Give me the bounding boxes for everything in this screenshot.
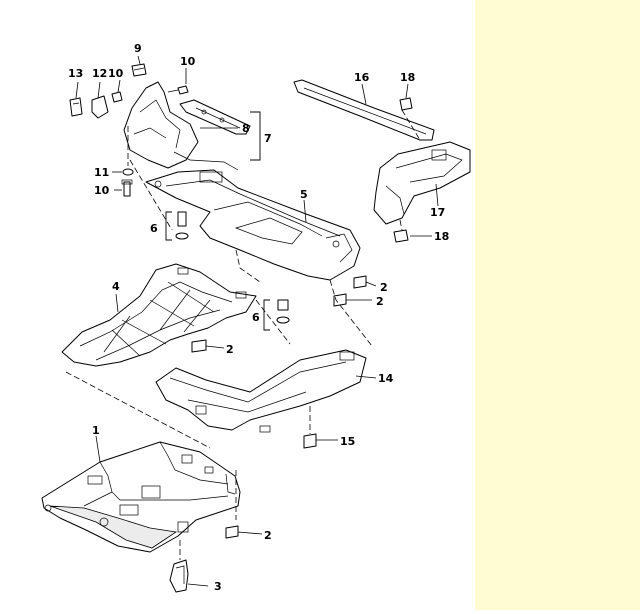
part-1-front-underbody-panel	[41, 441, 241, 553]
callout-10-c: 10	[94, 184, 110, 197]
callout-4: 4	[112, 280, 120, 293]
callout-2-a: 2	[380, 281, 388, 294]
callout-15: 15	[340, 435, 355, 448]
part-10-bolt-upper	[167, 85, 189, 95]
part-17-rear-corner-cover	[373, 141, 471, 225]
part-6-fastener-upper	[175, 211, 189, 240]
callout-12: 12	[92, 67, 107, 80]
callout-16: 16	[354, 71, 370, 84]
part-7-side-bracket-assembly	[123, 81, 251, 171]
callout-13: 13	[68, 67, 83, 80]
callout-11: 11	[94, 166, 109, 179]
callout-6-a: 6	[150, 222, 158, 235]
callout-10-a: 10	[180, 55, 196, 68]
callout-1: 1	[92, 424, 100, 437]
callout-2-d: 2	[264, 529, 272, 542]
callout-18-b: 18	[434, 230, 449, 243]
part-10-bolt-lower	[121, 179, 133, 197]
callout-2-c: 2	[226, 343, 234, 356]
callout-leaders	[75, 55, 439, 587]
assembly-guide-lines	[65, 109, 421, 560]
part-2-push-nut-c	[191, 339, 207, 353]
part-6-fastener-lower	[276, 299, 290, 324]
part-5-central-crossmember-tray	[145, 169, 361, 281]
callout-14: 14	[378, 372, 394, 385]
callout-2-b: 2	[376, 295, 384, 308]
part-13-clip	[69, 97, 83, 117]
callout-labels: 1 2 2 2 2 3 4 5 6 6 7 8 9 10 10 10 11 12…	[68, 42, 449, 593]
callout-10-b: 10	[108, 67, 124, 80]
part-11-washer	[122, 168, 134, 176]
part-3-mounting-bracket	[169, 559, 189, 593]
callout-8: 8	[242, 122, 250, 135]
part-16-rear-rail	[293, 79, 435, 141]
part-9-clip	[131, 63, 147, 77]
part-4-center-underbody-frame	[61, 263, 257, 367]
callout-9: 9	[134, 42, 142, 55]
part-14-rear-underbody-panel	[155, 349, 367, 433]
part-18-clip-lower	[393, 229, 409, 243]
part-2-push-nut-d	[225, 525, 239, 539]
callout-3: 3	[214, 580, 222, 593]
callout-5: 5	[300, 188, 308, 201]
right-margin-panel	[475, 0, 640, 610]
part-12-small-bracket	[91, 95, 109, 119]
part-2-push-nut-b	[333, 293, 347, 307]
callout-7: 7	[264, 132, 272, 145]
part-15-push-nut	[303, 433, 317, 449]
part-10-bolt-left	[111, 91, 123, 103]
part-2-push-nut-a	[353, 275, 367, 289]
part-18-clip-upper	[399, 97, 413, 111]
callout-6-b: 6	[252, 311, 260, 324]
parts-diagram-canvas: 1 2 2 2 2 3 4 5 6 6 7 8 9 10 10 10 11 12…	[41, 42, 471, 593]
callout-17: 17	[430, 206, 445, 219]
callout-18-a: 18	[400, 71, 415, 84]
exploded-parts-diagram: 1 2 2 2 2 3 4 5 6 6 7 8 9 10 10 10 11 12…	[41, 42, 471, 593]
